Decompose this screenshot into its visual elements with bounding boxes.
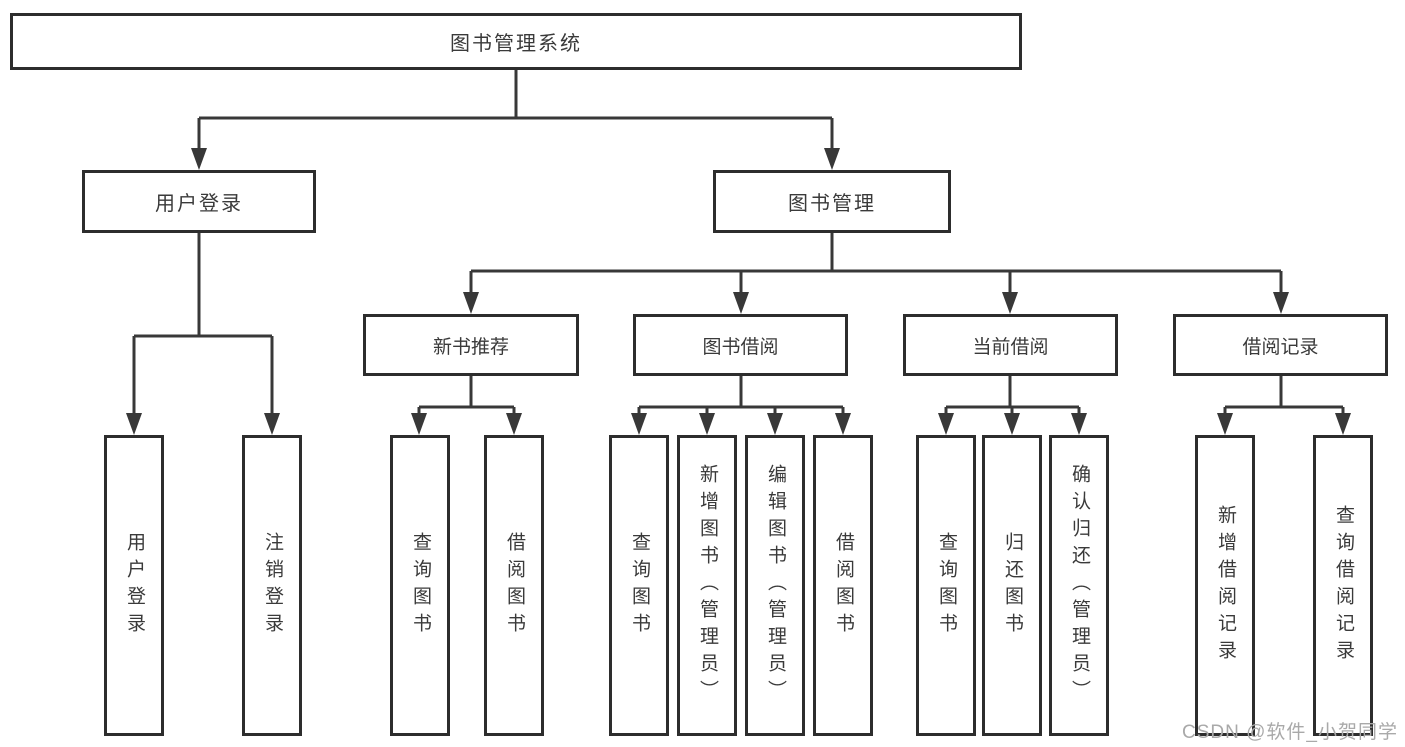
node-current-borrowing: 当前借阅: [903, 314, 1118, 376]
leaf-query-books-current: 查询图书: [916, 435, 976, 736]
node-book-borrowing: 图书借阅: [633, 314, 848, 376]
leaf-return-books: 归还图书: [982, 435, 1042, 736]
node-new-book-recommendation: 新书推荐: [363, 314, 579, 376]
tree-connector-segments: [132, 70, 1345, 416]
node-library-system: 图书管理系统: [10, 13, 1022, 70]
node-borrowing-records: 借阅记录: [1173, 314, 1388, 376]
leaf-confirm-return-admin: 确认归还（管理员）: [1049, 435, 1109, 736]
leaf-query-borrow-record: 查询借阅记录: [1313, 435, 1373, 736]
leaf-query-books-borrow: 查询图书: [609, 435, 669, 736]
leaf-logout: 注销登录: [242, 435, 302, 736]
leaf-borrow-books-recommend: 借阅图书: [484, 435, 544, 736]
csdn-watermark: CSDN @软件_小贺同学: [1182, 722, 1398, 743]
leaf-user-login: 用户登录: [104, 435, 164, 736]
node-book-management: 图书管理: [713, 170, 951, 233]
node-user-login: 用户登录: [82, 170, 316, 233]
leaf-edit-book-admin: 编辑图书（管理员）: [745, 435, 805, 736]
leaf-query-books-recommend: 查询图书: [390, 435, 450, 736]
leaf-borrow-books: 借阅图书: [813, 435, 873, 736]
leaf-add-borrow-record: 新增借阅记录: [1195, 435, 1255, 736]
leaf-add-book-admin: 新增图书（管理员）: [677, 435, 737, 736]
